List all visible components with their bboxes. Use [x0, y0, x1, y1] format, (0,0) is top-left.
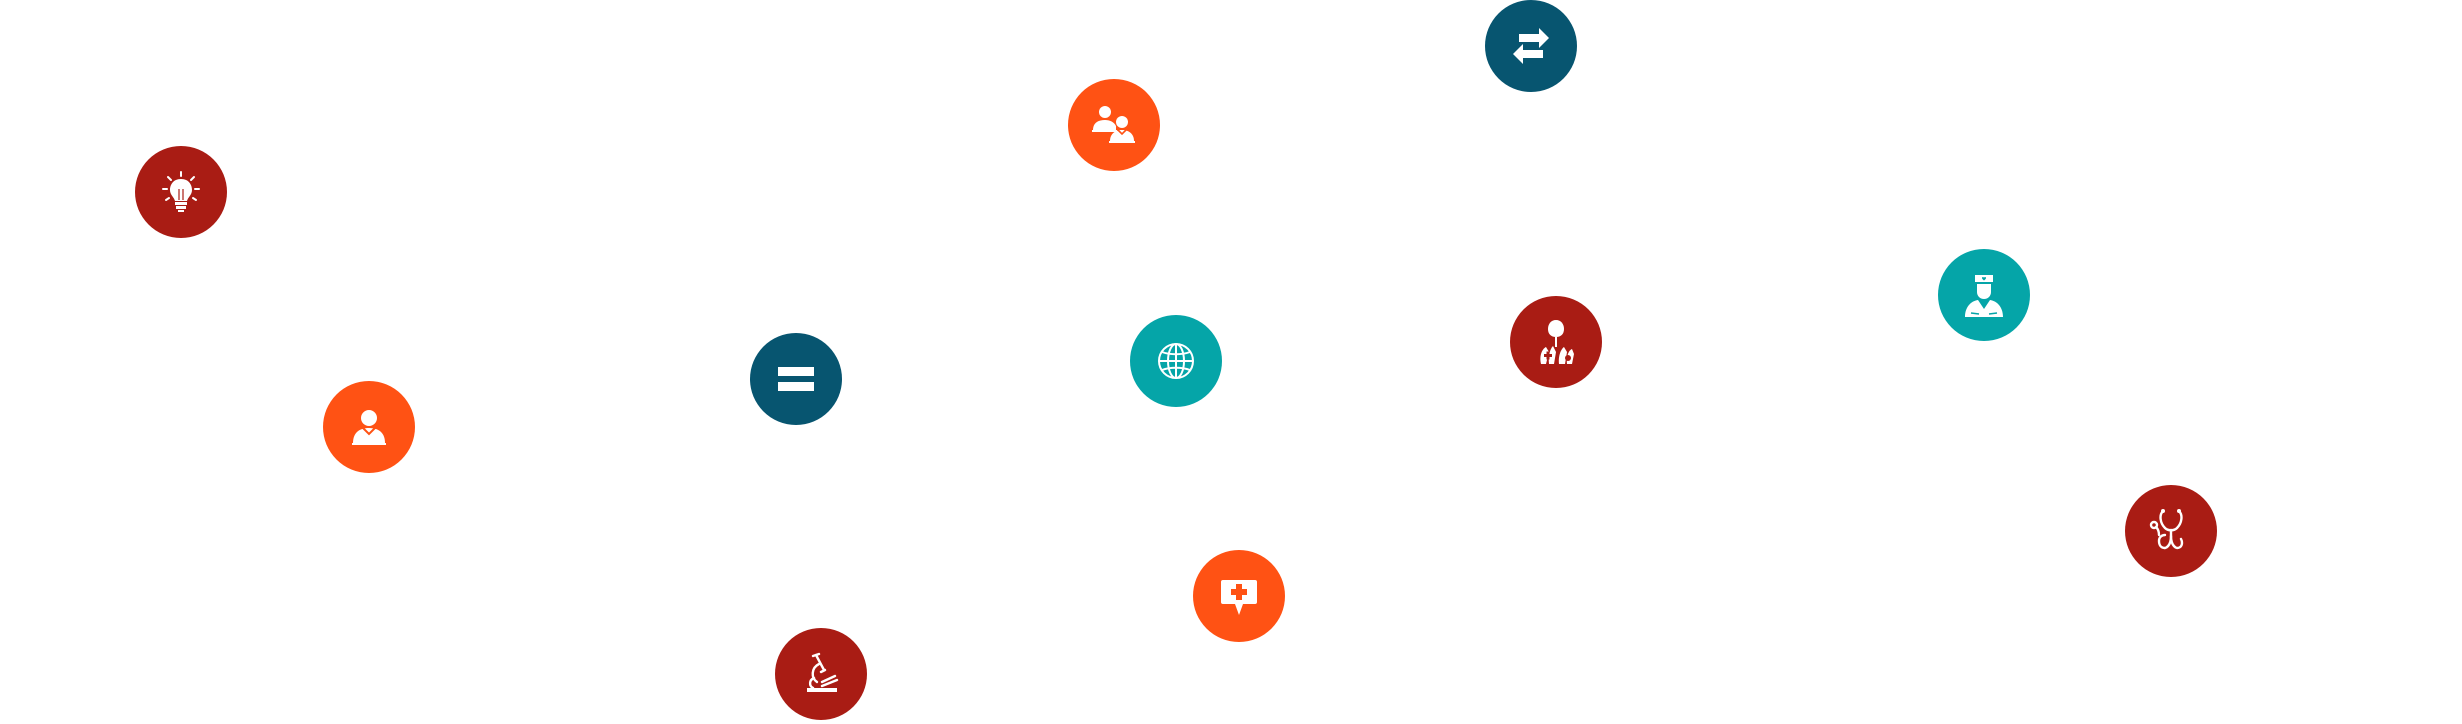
donor-transfusion-icon [1510, 296, 1602, 388]
two-users-icon [1068, 79, 1160, 171]
nurse-icon [1938, 249, 2030, 341]
user-icon [323, 381, 415, 473]
exchange-arrows-icon [1485, 0, 1577, 92]
microscope-icon [775, 628, 867, 720]
equals-icon [750, 333, 842, 425]
globe-icon [1130, 315, 1222, 407]
lightbulb-icon [135, 146, 227, 238]
medical-speech-bubble-icon [1193, 550, 1285, 642]
stethoscope-icon [2125, 485, 2217, 577]
